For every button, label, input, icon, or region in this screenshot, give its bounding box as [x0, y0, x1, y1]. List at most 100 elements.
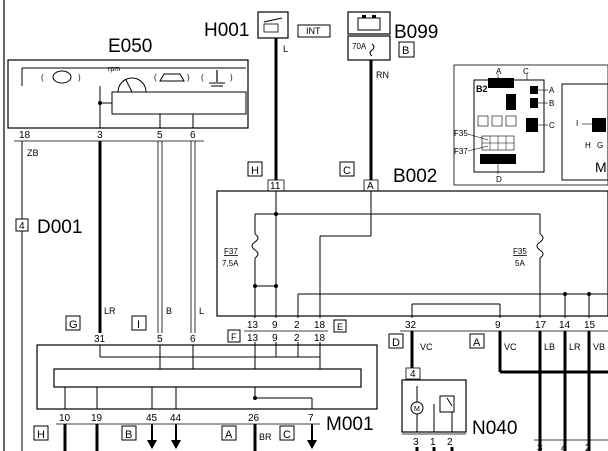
d001-pin-box: [15, 218, 29, 232]
b099-fuse-symbol: [369, 43, 375, 57]
m001-pin-5: 5: [157, 334, 163, 345]
wire-label-vb: VB: [593, 342, 605, 352]
m001-junction: [253, 396, 257, 400]
svg-text:): ): [230, 73, 233, 82]
m001-pin-7: 7: [308, 413, 314, 424]
right-bottom-pin-4: 4: [561, 443, 567, 451]
arrow-44-icon: [171, 424, 181, 449]
inset-block-side-b: [530, 98, 538, 108]
m001-connector-h: [33, 425, 49, 441]
inset-block-d: [480, 154, 516, 164]
connector-d: [388, 333, 404, 349]
n040-switch-icon: [439, 395, 455, 413]
inset-a-side: A: [549, 86, 555, 95]
n040-pin-4: 4: [410, 369, 416, 380]
inset-fusebox-frame: [453, 64, 608, 186]
fuse-f37-rating: 7,5A: [222, 259, 239, 268]
b002-right-pin-15: 15: [584, 320, 596, 331]
d001-pin-number: 4: [19, 221, 25, 232]
m001-pin-45: 45: [146, 413, 158, 424]
wire-label-vc-32: VC: [420, 342, 433, 352]
svg-text:): ): [78, 73, 81, 82]
b002-bottom-pin-13: 13: [247, 320, 259, 331]
wire-label-lr-14: LR: [569, 342, 581, 352]
connector-a-right: [469, 333, 485, 349]
e050-pin-5: 5: [157, 130, 163, 141]
n040-pin-box-4: [405, 367, 421, 380]
b002-pin-11: 11: [270, 181, 281, 192]
b002-junction-9: [274, 284, 278, 288]
b099-fuse-rating: 70A: [352, 42, 367, 51]
m001-connector-h-text: H: [37, 429, 45, 441]
right-bottom-pin-2: 2: [585, 443, 591, 451]
b002-inner-pin-9: 9: [272, 333, 278, 344]
wire-label-l-h001: L: [283, 44, 288, 54]
e050-label: E050: [108, 36, 152, 57]
b002-junction-13: [253, 284, 257, 288]
motor-icon-glyph: M: [414, 406, 420, 413]
b099-connector-b: [398, 41, 415, 58]
connector-d-text: D: [392, 337, 400, 349]
inset-second-block: [592, 118, 606, 132]
wire-label-zb: ZB: [27, 148, 39, 158]
m001-pin-44: 44: [170, 413, 182, 424]
inset-block-side-a: [530, 86, 538, 94]
handbrake-switch-icon: [263, 17, 283, 33]
fuse-f35-name: F35: [513, 247, 527, 256]
arrow-7-icon: [307, 424, 317, 449]
fuse-f35-symbol: [536, 233, 544, 259]
m001-pin-31: 31: [94, 334, 106, 345]
b002-connector-c: [339, 161, 355, 177]
n040-pin-2: 2: [447, 437, 453, 448]
n040-pin-1: 1: [430, 437, 436, 448]
b099-fuse-box: [347, 35, 391, 61]
b002-junction-14: [563, 292, 567, 296]
e050-pin-3: 3: [97, 130, 103, 141]
b002-connector-h-text: H: [251, 165, 259, 177]
b002-inner-pin-13: 13: [247, 333, 259, 344]
svg-text:(: (: [154, 73, 157, 82]
m001-connector-a-text: A: [225, 429, 233, 441]
svg-text:(: (: [41, 73, 44, 82]
inset-block-a: [488, 78, 514, 88]
b002-right-pin-32: 32: [405, 320, 417, 331]
battery-icon: [357, 15, 381, 31]
inset-f37: F37: [454, 147, 468, 156]
inset-b2-label: B2: [476, 84, 488, 94]
m001-pin-6: 6: [190, 334, 196, 345]
n040-label: N040: [472, 418, 517, 439]
wire-label-br: BR: [259, 432, 272, 442]
m001-box: [36, 344, 378, 410]
b002-inner-pin-18: 18: [314, 333, 326, 344]
fuse-f37-symbol: [251, 233, 259, 259]
e050-inner-module: [111, 91, 247, 115]
b002-inner-pin-2: 2: [294, 333, 300, 344]
h001-label: H001: [204, 20, 249, 41]
inset-g: G: [597, 141, 603, 150]
wire-label-l: L: [199, 306, 204, 316]
inset-second-unit: [561, 83, 608, 181]
b002-right-pin-17: 17: [535, 320, 547, 331]
e050-pin-18: 18: [19, 130, 31, 141]
b099-label: B099: [394, 22, 438, 43]
m001-connector-b: [121, 425, 137, 441]
wire-label-vc-9: VC: [504, 342, 517, 352]
m001-connector-g: [65, 315, 81, 331]
b099-connector-b-text: B: [402, 45, 409, 57]
oil-level-icon: (): [154, 73, 190, 82]
b002-right-pin-9: 9: [495, 320, 501, 331]
b002-connector-h: [247, 161, 263, 177]
inset-a-top: A: [496, 67, 502, 76]
b002-bottom-pin-18: 18: [314, 320, 326, 331]
h001-int-text: INT: [306, 26, 321, 36]
b002-connector-e-text: E: [337, 322, 343, 332]
b002-connector-e: [333, 319, 347, 333]
svg-text:(: (: [201, 73, 204, 82]
d001-label: D001: [37, 217, 82, 238]
inset-m1: M1: [595, 159, 608, 175]
b002-connector-f: [227, 329, 241, 343]
b099-top-box: [347, 11, 391, 35]
tachometer-icon: [117, 77, 147, 93]
